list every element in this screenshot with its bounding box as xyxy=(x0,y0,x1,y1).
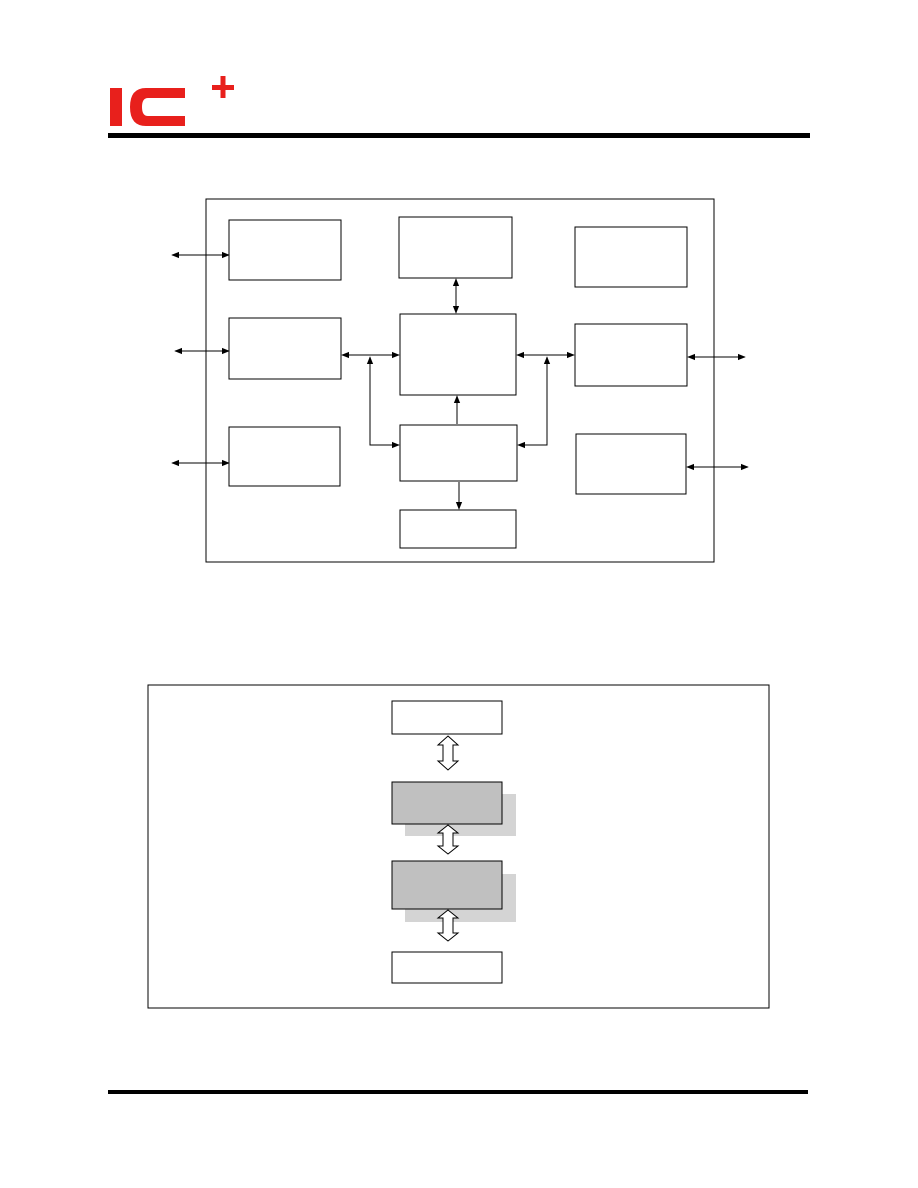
ic-plus-logo xyxy=(110,76,234,126)
right-block-top xyxy=(574,226,688,288)
layer-top xyxy=(391,700,503,735)
right-block-middle xyxy=(574,323,688,387)
center-block-top xyxy=(398,216,513,279)
layer-diagram-frame xyxy=(147,684,770,1009)
double-arrow-2 xyxy=(436,824,460,855)
right-block-bottom xyxy=(575,433,687,495)
layer-bottom xyxy=(391,951,503,984)
layer-3 xyxy=(391,860,503,910)
block-diagram-frame xyxy=(205,198,715,563)
center-block-output xyxy=(399,509,517,549)
block-diagram xyxy=(171,198,749,563)
footer-rule xyxy=(108,1090,808,1094)
center-block-core xyxy=(399,313,517,396)
center-block-lower xyxy=(399,424,518,482)
left-block-bottom xyxy=(228,426,341,487)
layer-2 xyxy=(391,781,503,825)
double-arrow-3 xyxy=(436,909,460,942)
left-block-top xyxy=(228,219,342,281)
header-rule xyxy=(108,133,810,138)
link-lower-left-bus xyxy=(366,356,400,449)
left-block-middle xyxy=(228,317,342,380)
layer-diagram xyxy=(147,684,770,1009)
logo-graphic xyxy=(110,76,234,126)
link-lower-right-bus xyxy=(517,356,551,449)
double-arrow-1 xyxy=(436,735,460,771)
